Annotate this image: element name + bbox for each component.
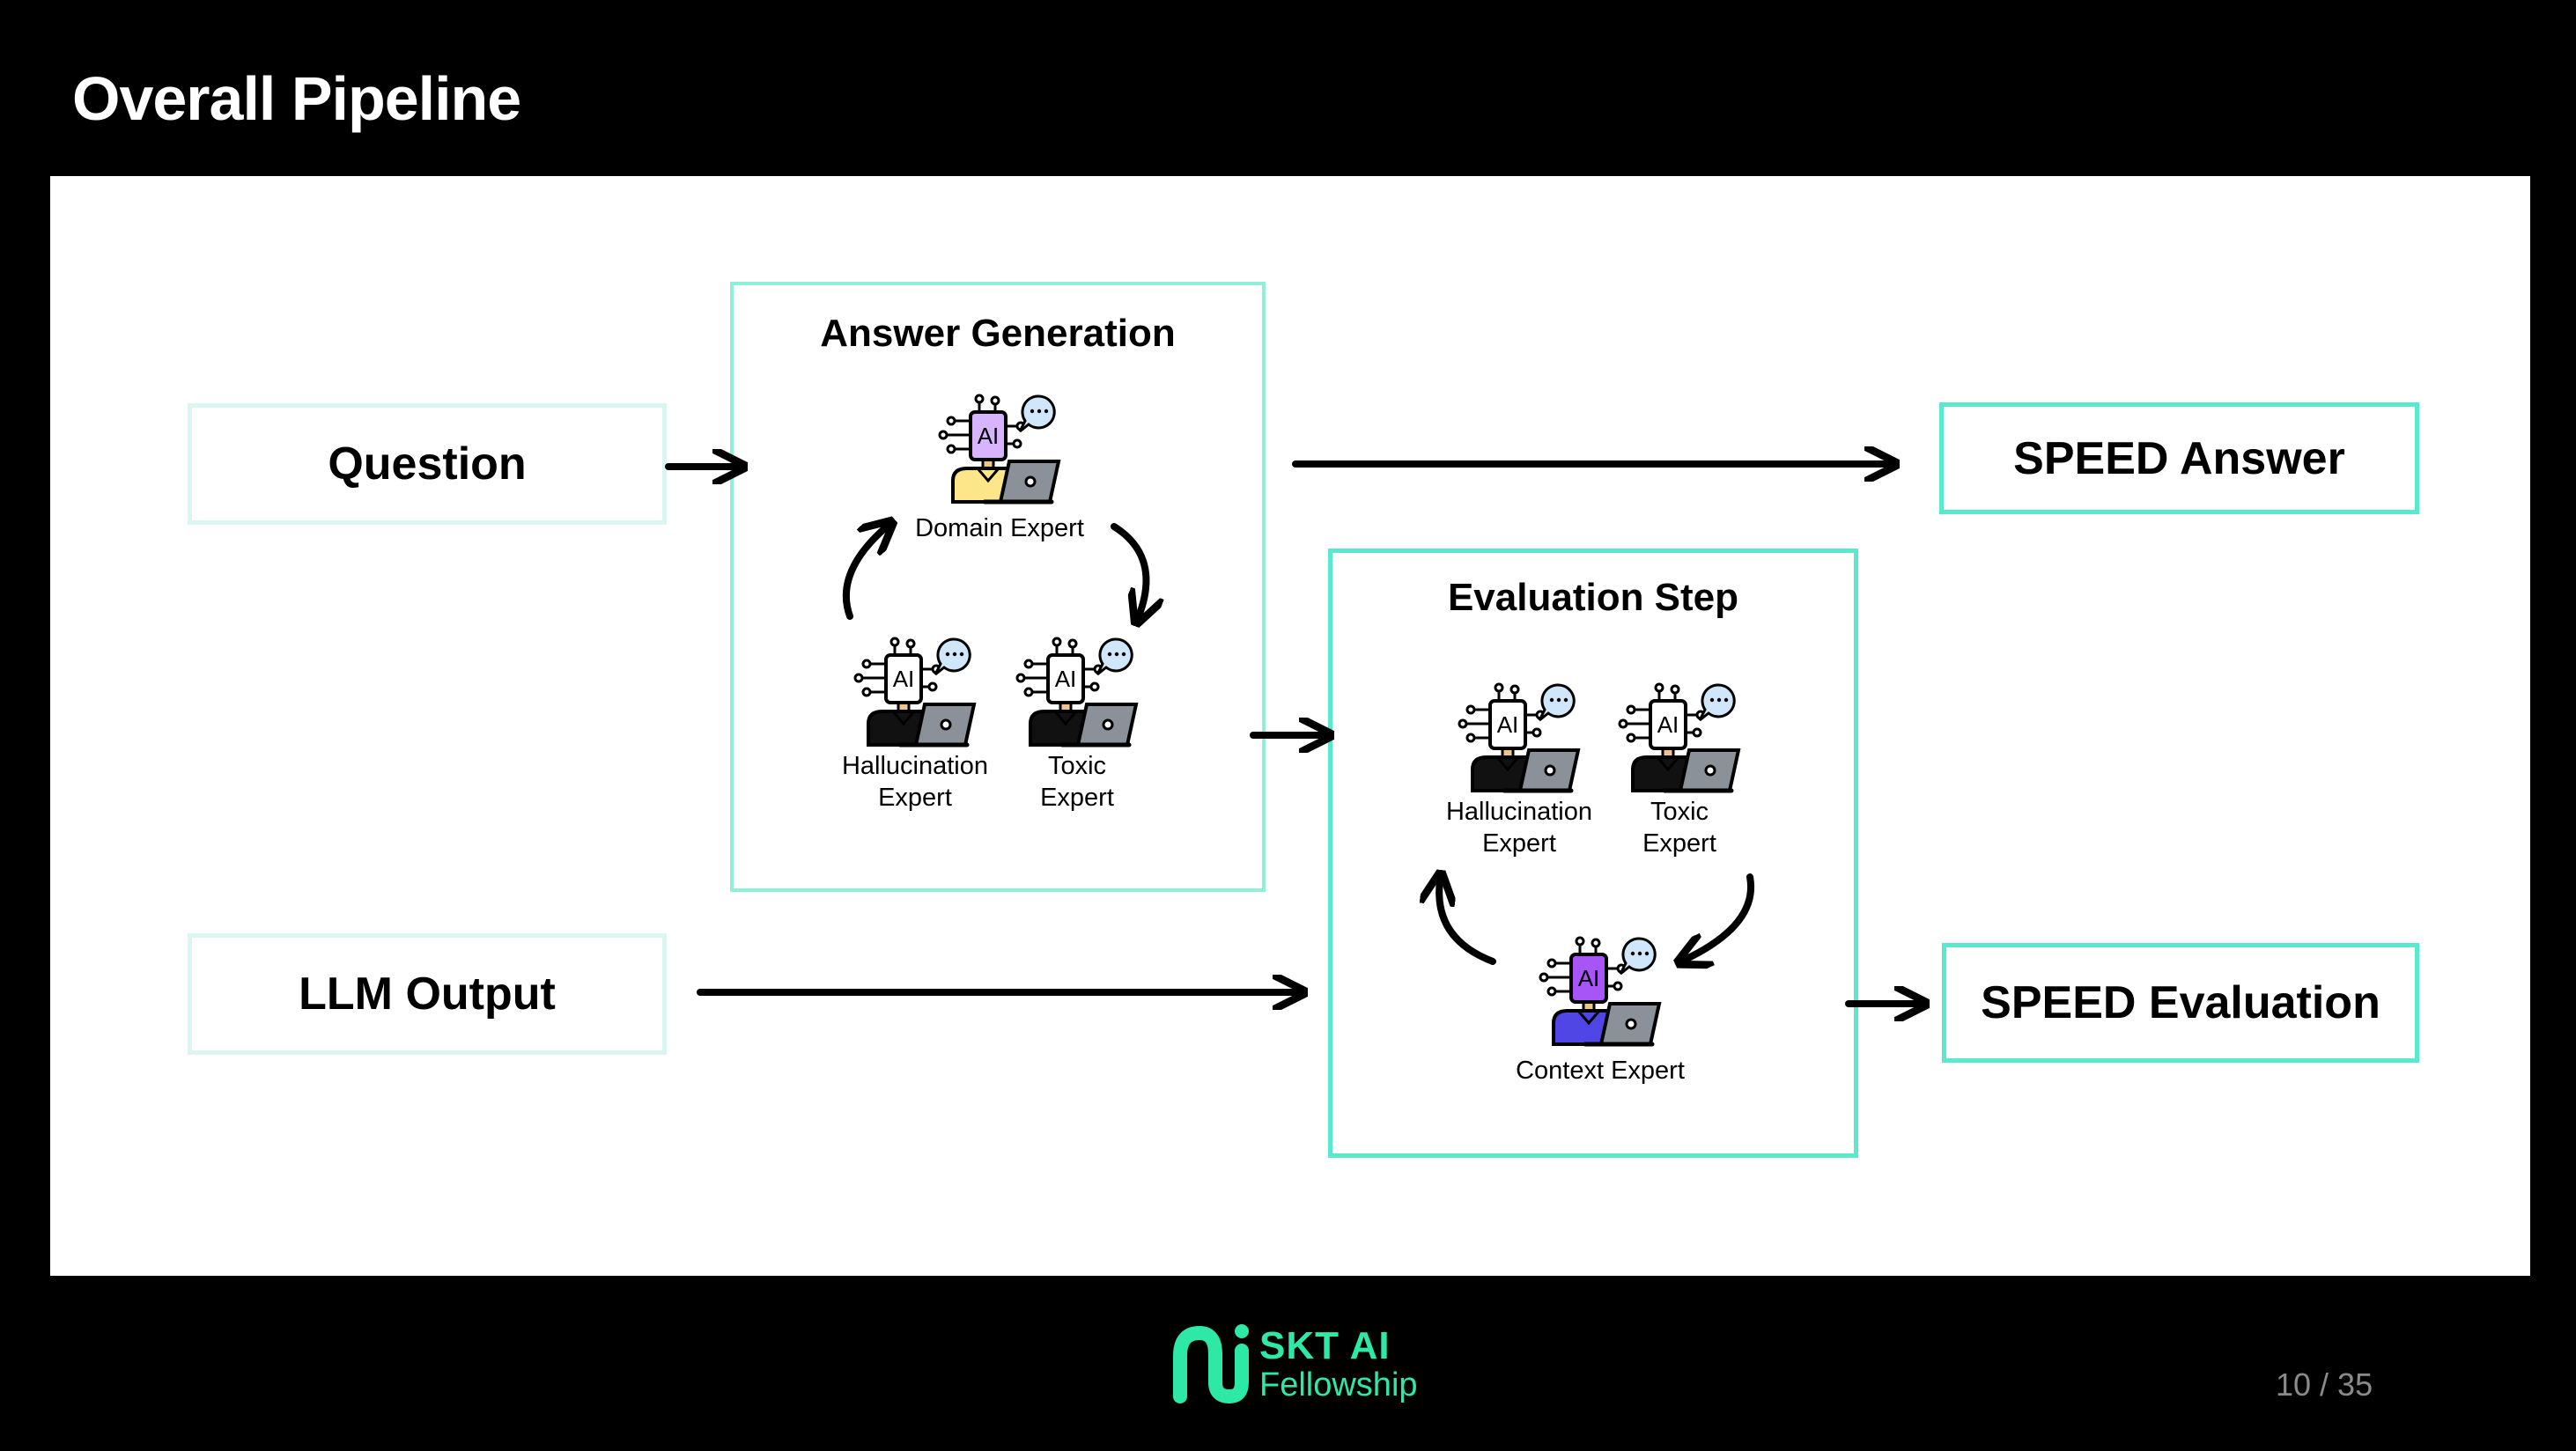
svg-text:AI: AI bbox=[1497, 711, 1519, 738]
domain-expert: AI Domain Expert bbox=[912, 393, 1088, 544]
domain-expert-icon: AI bbox=[938, 394, 1061, 505]
speed-answer-box: SPEED Answer bbox=[1939, 402, 2419, 514]
hallucination-expert-icon: AI bbox=[1458, 682, 1581, 793]
hallucination-expert-icon: AI bbox=[853, 637, 977, 748]
toxic-expert-label-line1: Toxic bbox=[1047, 752, 1107, 780]
llm-output-box: LLM Output bbox=[188, 933, 667, 1055]
context-expert-label: Context Expert bbox=[1516, 1057, 1685, 1085]
toxic-expert-gen: AI Toxic Expert bbox=[989, 636, 1165, 814]
toxic-expert-label-line2: Expert bbox=[1642, 829, 1716, 858]
context-expert-icon: AI bbox=[1539, 936, 1662, 1047]
slide-title: Overall Pipeline bbox=[72, 64, 521, 133]
diagram-canvas: Question LLM Output Answer Generation bbox=[50, 176, 2530, 1276]
hallucination-expert-label-line1: Hallucination bbox=[1445, 798, 1593, 826]
toxic-expert-icon: AI bbox=[1618, 682, 1741, 793]
llm-output-label: LLM Output bbox=[299, 969, 556, 1020]
answer-generation-box: Answer Generation bbox=[730, 282, 1266, 892]
svg-text:AI: AI bbox=[893, 666, 915, 692]
toxic-expert-label-line1: Toxic bbox=[1650, 798, 1709, 826]
cycle-arrow-left bbox=[842, 527, 887, 620]
hallucination-expert-eval: AI Hallucination Expert bbox=[1431, 681, 1607, 859]
hallucination-expert-label-line2: Expert bbox=[1482, 829, 1556, 858]
hallucination-expert-label-line2: Expert bbox=[878, 784, 952, 812]
speed-evaluation-box: SPEED Evaluation bbox=[1942, 943, 2419, 1063]
svg-text:AI: AI bbox=[1657, 711, 1679, 738]
page-number: 10 / 35 bbox=[2276, 1366, 2373, 1403]
cycle-arrow-right bbox=[1111, 523, 1146, 616]
toxic-expert-eval: AI Toxic Expert bbox=[1591, 681, 1768, 859]
question-box: Question bbox=[188, 403, 667, 525]
svg-text:AI: AI bbox=[978, 423, 1000, 449]
answer-generation-title: Answer Generation bbox=[820, 312, 1176, 355]
speed-answer-label: SPEED Answer bbox=[2013, 432, 2345, 484]
svg-text:AI: AI bbox=[1578, 965, 1600, 991]
hallucination-expert-label-line1: Hallucination bbox=[841, 752, 989, 780]
domain-expert-label: Domain Expert bbox=[915, 514, 1084, 542]
eval-cycle-arrow-left bbox=[1439, 880, 1496, 965]
skt-ai-fellowship-logo: SKT AI Fellowship bbox=[1171, 1321, 1436, 1409]
logo-text-top: SKT AI bbox=[1259, 1324, 1391, 1367]
speed-evaluation-label: SPEED Evaluation bbox=[1981, 977, 2380, 1028]
hallucination-expert-gen: AI Hallucination Expert bbox=[827, 636, 1003, 814]
svg-text:AI: AI bbox=[1055, 666, 1077, 692]
eval-cycle-arrow-right bbox=[1685, 873, 1755, 960]
skt-ai-logo-icon bbox=[1173, 1324, 1249, 1404]
evaluation-step-title: Evaluation Step bbox=[1447, 576, 1739, 619]
question-label: Question bbox=[328, 438, 527, 490]
evaluation-step-box: Evaluation Step bbox=[1328, 549, 1858, 1158]
arrows-layer bbox=[665, 176, 2530, 1276]
logo-text-bottom: Fellowship bbox=[1259, 1366, 1418, 1403]
toxic-expert-icon: AI bbox=[1015, 637, 1139, 748]
toxic-expert-label-line2: Expert bbox=[1040, 784, 1114, 812]
context-expert: AI Context Expert bbox=[1512, 935, 1688, 1086]
